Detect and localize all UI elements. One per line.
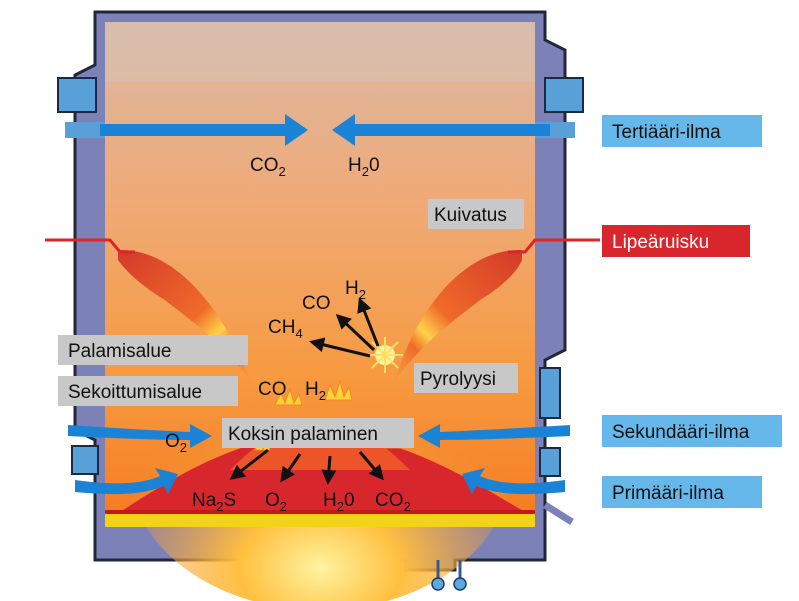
liquor-spray-line-right — [508, 238, 600, 254]
formula-co: CO — [302, 293, 331, 314]
pyrolysis-label: Pyrolyysi — [420, 369, 496, 390]
tertiary-air-label-bg — [602, 115, 762, 147]
formula-na2s: Na2S — [192, 490, 236, 514]
secondary-air-label: Sekundääri-ilma — [612, 422, 750, 443]
mixing-zone-label: Sekoittumisalue — [68, 382, 202, 403]
tertiary-air-arrow-right — [332, 114, 550, 146]
smelt-line — [105, 510, 535, 514]
drying-label: Kuivatus — [434, 205, 507, 226]
liquor-spray-line-left — [45, 238, 135, 254]
spout-left-icon — [431, 577, 445, 591]
char-burning-label-bg — [222, 418, 414, 448]
reaction-arrows — [229, 297, 384, 485]
air-ports — [57, 77, 584, 477]
smelt-spouts — [436, 560, 462, 578]
formula-co2-bottom: CO2 — [375, 490, 411, 514]
liquor-spray-left — [118, 249, 250, 380]
pyrolysis-label-bg — [414, 363, 518, 393]
spout-right-icon — [453, 577, 467, 591]
secondary-air-arrow-right — [418, 424, 570, 448]
formula-o2-bottom: O2 — [265, 490, 287, 514]
drying-label-bg — [428, 199, 524, 229]
secondary-air-label-bg — [602, 415, 782, 447]
outlet-pipe — [543, 502, 574, 525]
formula-o2-left: O2 — [165, 431, 187, 455]
primary-air-arrow-left — [75, 468, 178, 495]
primary-air-arrow-right — [462, 468, 565, 495]
primary-air-label-bg — [602, 476, 762, 508]
formula-h2o-bottom: H20 — [323, 490, 355, 514]
formula-co-lower: CO — [258, 379, 287, 400]
formula-h2o-top: H20 — [348, 155, 380, 179]
tertiary-air-label: Tertiääri-ilma — [612, 122, 721, 143]
formula-co2-top: CO2 — [250, 155, 286, 179]
formula-h2-lower: H2 — [305, 379, 326, 403]
smelt-layer — [105, 512, 535, 527]
char-burning-label: Koksin palaminen — [228, 424, 378, 445]
secondary-air-arrow-left — [68, 424, 212, 448]
tertiary-air-arrow-left — [100, 114, 308, 146]
liquor-spray-label: Lipeäruisku — [612, 232, 709, 253]
formula-h2: H2 — [345, 278, 366, 302]
mixing-zone-label-bg — [58, 376, 238, 406]
pyrolysis-burst — [367, 337, 403, 373]
liquor-spray-label-bg — [602, 225, 750, 257]
tertiary-air-pipe-left — [65, 122, 105, 138]
combustion-zone-label-bg — [58, 335, 248, 365]
liquor-spray-right — [395, 249, 522, 380]
primary-air-label: Primääri-ilma — [612, 483, 724, 504]
combustion-zone-label: Palamisalue — [68, 341, 172, 362]
furnace-top-band — [105, 22, 535, 82]
formula-ch4: CH4 — [268, 317, 303, 341]
